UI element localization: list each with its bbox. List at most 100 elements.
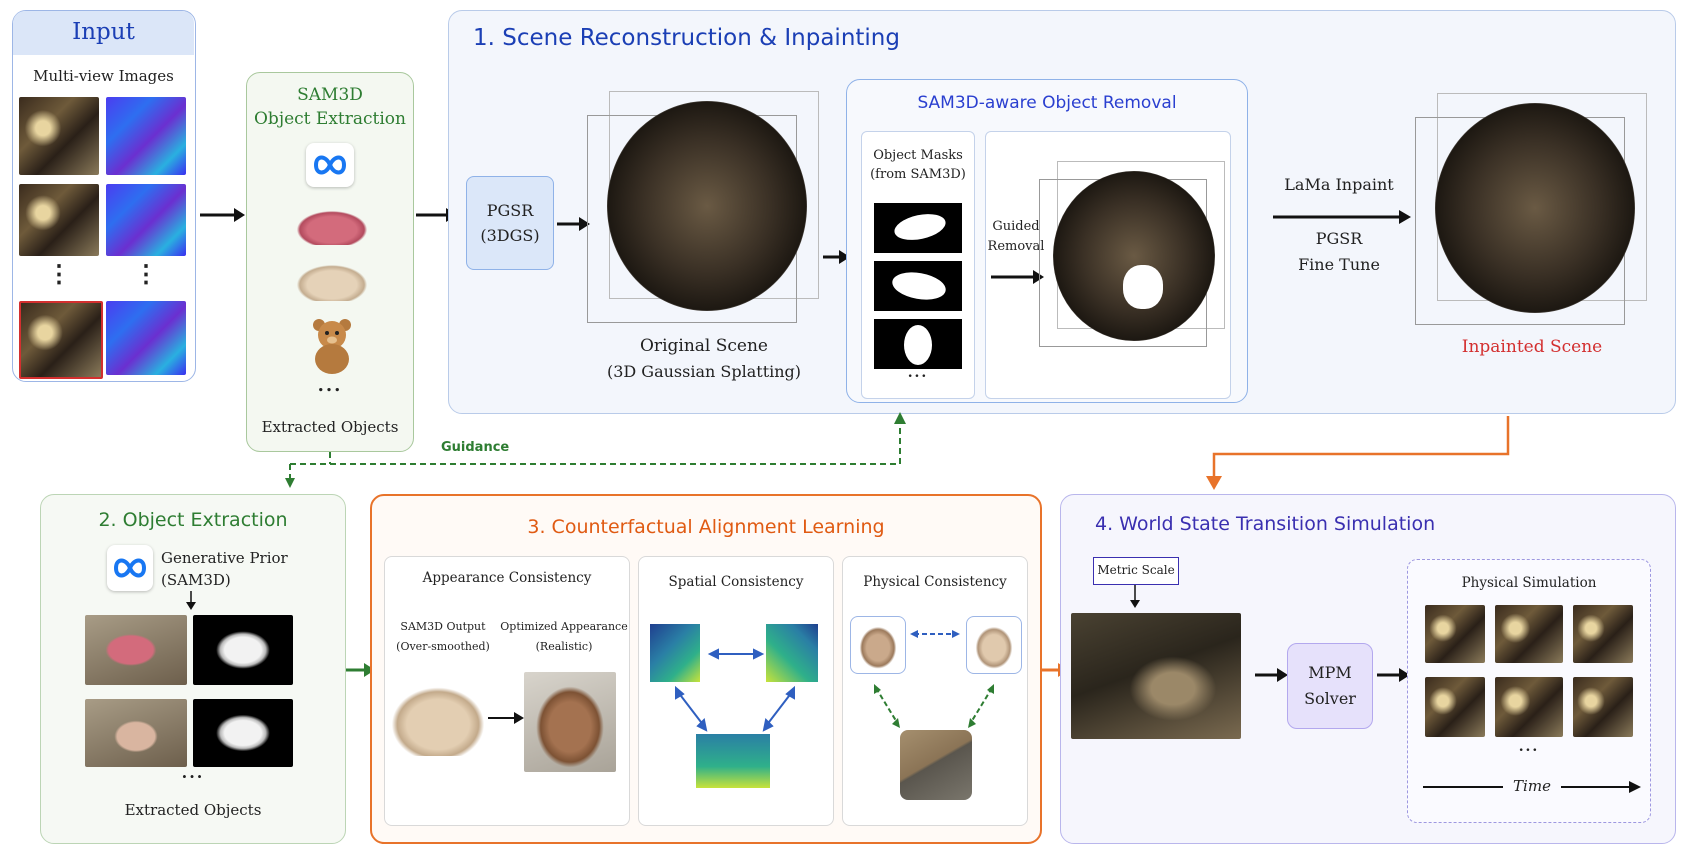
oversmoothed-slide-image [390,686,486,756]
sim-frame-3 [1573,605,1633,663]
arrow-stage2-to-stage3 [346,663,375,677]
mask-teddy-bear [874,319,962,369]
realistic-slide-image [524,672,616,772]
sim-frame-6 [1573,677,1633,737]
sam3d-caption: Extracted Objects [261,418,399,436]
input-normal-image-2 [106,184,186,256]
optimized-appearance-line2: (Realistic) [535,640,593,653]
physical-contact-image [900,730,972,800]
input-rgb-image-3 [19,301,103,379]
original-scene-cube [587,91,819,331]
input-header [13,11,194,55]
slipper-render-2 [193,699,293,767]
arrow-metric-down [1130,585,1140,608]
optimized-appearance-line1: Optimized Appearance [500,620,628,633]
teddy-bear-icon [309,317,355,375]
object-removal-title: SAM3D-aware Object Removal [917,93,1177,113]
meta-infinity-logo-icon [306,143,354,187]
stage1-title: 1. Scene Reconstruction & Inpainting [473,25,900,51]
slipper-photo-2 [85,699,187,767]
generative-prior-line1: Generative Prior [161,549,288,567]
pgsr-finetune-line1: PGSR [1315,229,1363,248]
guided-removal-label-line1: Guided [992,219,1040,234]
input-normal-image-1 [106,97,186,175]
sim-frame-1 [1425,605,1485,663]
object-masks-ellipsis: ... [907,365,929,381]
inpainted-scene-caption: Inpainted Scene [1461,337,1603,357]
arrow-prior-down [186,591,196,610]
scene-render-image [1071,613,1241,739]
arrow-input-to-sam3d [200,208,245,222]
metric-scale-box [1093,557,1179,585]
sim-frame-4 [1425,677,1485,737]
sim-ellipsis: ... [1518,739,1540,755]
arrow-scene-to-removal [823,250,850,264]
original-scene-caption-line1: Original Scene [640,336,768,356]
stage3-title: 3. Counterfactual Alignment Learning [527,516,885,538]
sim-frame-5 [1495,677,1563,737]
arrow-pgsr-to-scene [557,217,590,231]
arrow-solver-to-sim [1377,668,1410,682]
stage2-title: 2. Object Extraction [98,509,288,531]
metric-scale-label: Metric Scale [1097,563,1175,577]
physical-consistency-arrows [874,630,994,728]
input-rgb-image-1 [19,97,99,175]
sam3d-prior-logo-icon [107,545,153,591]
inpainted-scene-cube [1415,93,1647,333]
sam3d-output-line1: SAM3D Output [400,620,486,633]
removed-region-hole [1123,265,1163,309]
removed-scene-cube [1039,161,1225,353]
arrow-scene-to-solver [1255,668,1288,682]
mpm-solver-box [1287,643,1373,729]
stage3-panel: 3. Counterfactual Alignment Learning App… [370,494,1042,844]
arrow-guided-removal [991,270,1044,284]
depth-map-right [766,624,818,682]
slipper-photo-1 [85,615,187,685]
sam3d-title-line2: Object Extraction [254,109,406,129]
input-ellipsis-left: ⋮ [47,259,71,288]
stage4-panel: 4. World State Transition Simulation Met… [1060,494,1676,844]
object-masks-title-line1: Object Masks [873,148,963,163]
stage2-ellipsis: ... [181,763,205,782]
mpm-solver-line1: MPM [1308,663,1352,682]
stage2-panel: 2. Object Extraction Generative Prior (S… [40,494,346,844]
physical-simulation-title: Physical Simulation [1461,575,1597,591]
pgsr-finetune-line2: Fine Tune [1298,255,1380,274]
spatial-consistency-title: Spatial Consistency [668,574,804,590]
input-title: Input [72,19,135,45]
depth-map-left [650,624,700,682]
arrow-appearance-optimize [488,712,524,724]
input-panel: Input Multi-view Images ⋮ ⋮ [12,10,196,382]
beige-slide-icon [297,265,367,301]
mask-slipper-2 [874,261,962,311]
spatial-consistency-arrows [675,648,795,732]
appearance-consistency-title: Appearance Consistency [422,570,592,586]
physical-slide-right [966,616,1022,674]
input-rgb-image-2 [19,184,99,256]
generative-prior-line2: (SAM3D) [161,571,231,589]
input-normal-image-3 [106,301,186,375]
stage1-panel: 1. Scene Reconstruction & Inpainting PGS… [448,10,1676,414]
arrow-stage1-to-stage4 [1206,416,1510,490]
input-ellipsis-right: ⋮ [134,259,158,288]
sam3d-title-line1: SAM3D [297,85,363,105]
arrow-inpaint [1273,210,1411,224]
stage4-title: 4. World State Transition Simulation [1095,513,1436,535]
lama-inpaint-label: LaMa Inpaint [1284,175,1394,194]
mpm-solver-line2: Solver [1304,689,1356,708]
pink-slipper-icon [297,211,367,245]
guidance-label: Guidance [441,440,510,455]
mask-slipper-1 [874,203,962,253]
sam3d-output-line2: (Over-smoothed) [396,640,490,653]
depth-map-bottom [696,734,770,788]
sim-frame-2 [1495,605,1563,663]
sam3d-ellipsis: ... [317,375,343,396]
pgsr-label-line1: PGSR [486,201,534,220]
guidance-connector [285,412,906,488]
guided-removal-label-line2: Removal [987,239,1045,254]
input-subtitle: Multi-view Images [33,67,174,85]
physical-consistency-title: Physical Consistency [863,574,1007,590]
time-axis-arrow [1423,781,1641,793]
stage2-caption: Extracted Objects [124,801,262,819]
time-label: Time [1513,777,1551,795]
